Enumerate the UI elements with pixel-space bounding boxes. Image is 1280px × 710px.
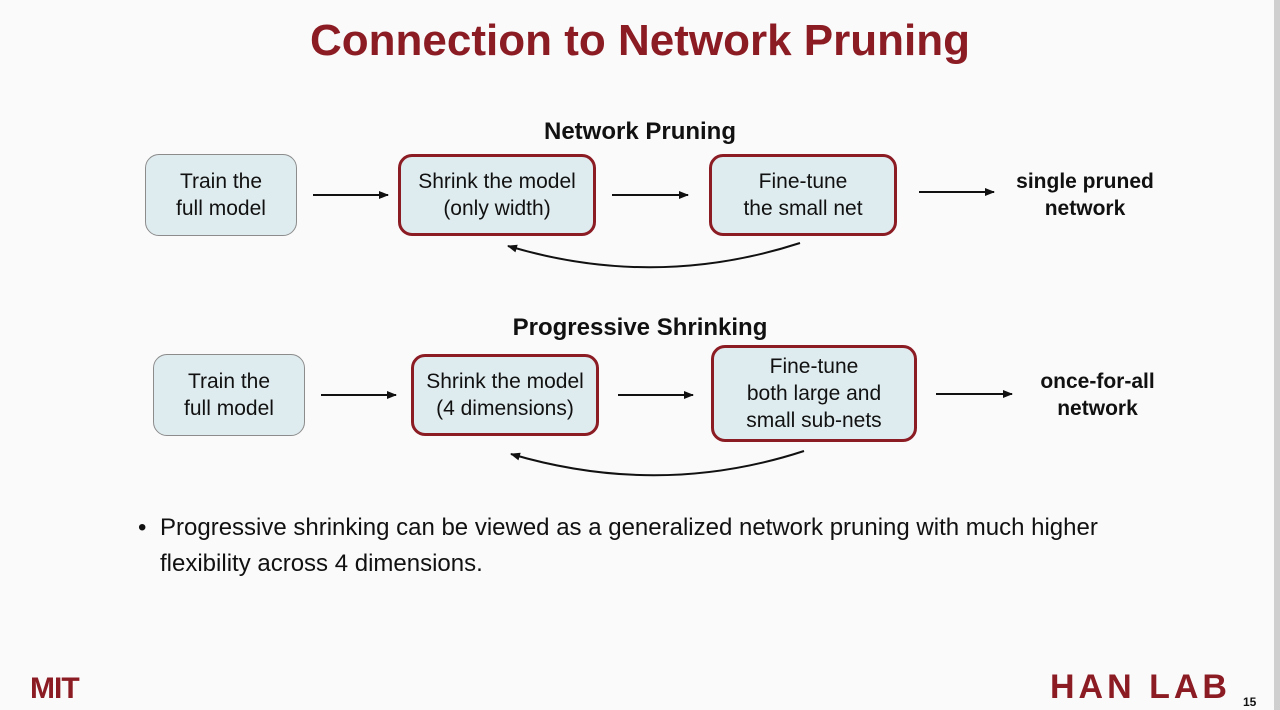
np-train-full-model-box: Train the full model bbox=[145, 154, 297, 236]
mit-logo: MIT bbox=[30, 672, 80, 705]
window-edge bbox=[1274, 0, 1280, 710]
ps-fine-tune-box: Fine-tune both large and small sub-nets bbox=[711, 345, 917, 442]
ps-loop-arrow bbox=[510, 450, 805, 477]
ps-result-label: once-for-all network bbox=[1040, 370, 1155, 420]
han-lab-logo: HAN LAB bbox=[1050, 668, 1231, 706]
np-fine-tune-box: Fine-tune the small net bbox=[709, 154, 897, 236]
bullet-point: • Progressive shrinking can be viewed as… bbox=[138, 510, 1148, 582]
ps-shrink-model-box: Shrink the model (4 dimensions) bbox=[411, 354, 599, 436]
slide-title: Connection to Network Pruning bbox=[310, 16, 970, 65]
network-pruning-heading: Network Pruning bbox=[543, 118, 736, 145]
np-loop-arrow bbox=[507, 242, 801, 269]
page-number: 15 bbox=[1243, 695, 1257, 709]
progressive-shrinking-heading: Progressive Shrinking bbox=[512, 314, 768, 341]
bullet-text: Progressive shrinking can be viewed as a… bbox=[160, 514, 1098, 577]
np-result-label: single pruned network bbox=[1016, 170, 1154, 220]
np-shrink-model-box: Shrink the model (only width) bbox=[398, 154, 596, 236]
bullet-symbol: • bbox=[138, 514, 147, 541]
ps-train-full-model-box: Train the full model bbox=[153, 354, 305, 436]
